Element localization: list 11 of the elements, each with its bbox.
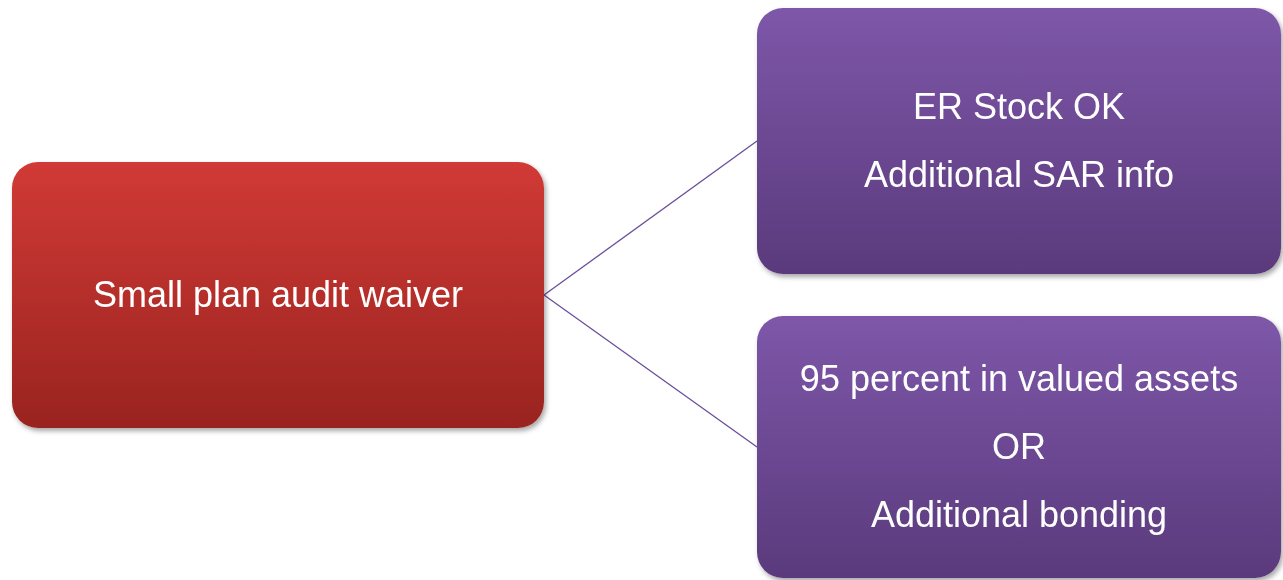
box-text: Small plan audit waiver	[92, 273, 464, 317]
box-text: 95 percent in valued assets	[799, 357, 1239, 401]
box-text: ER Stock OK	[912, 85, 1126, 129]
rounded-box	[757, 316, 1281, 578]
rounded-box	[12, 162, 544, 428]
box-text: Additional bonding	[870, 493, 1168, 537]
box-text: OR	[992, 425, 1046, 469]
connector-line	[543, 294, 758, 448]
box-text: Additional SAR info	[863, 153, 1175, 197]
connector-line	[543, 140, 758, 296]
rounded-box	[757, 8, 1281, 274]
